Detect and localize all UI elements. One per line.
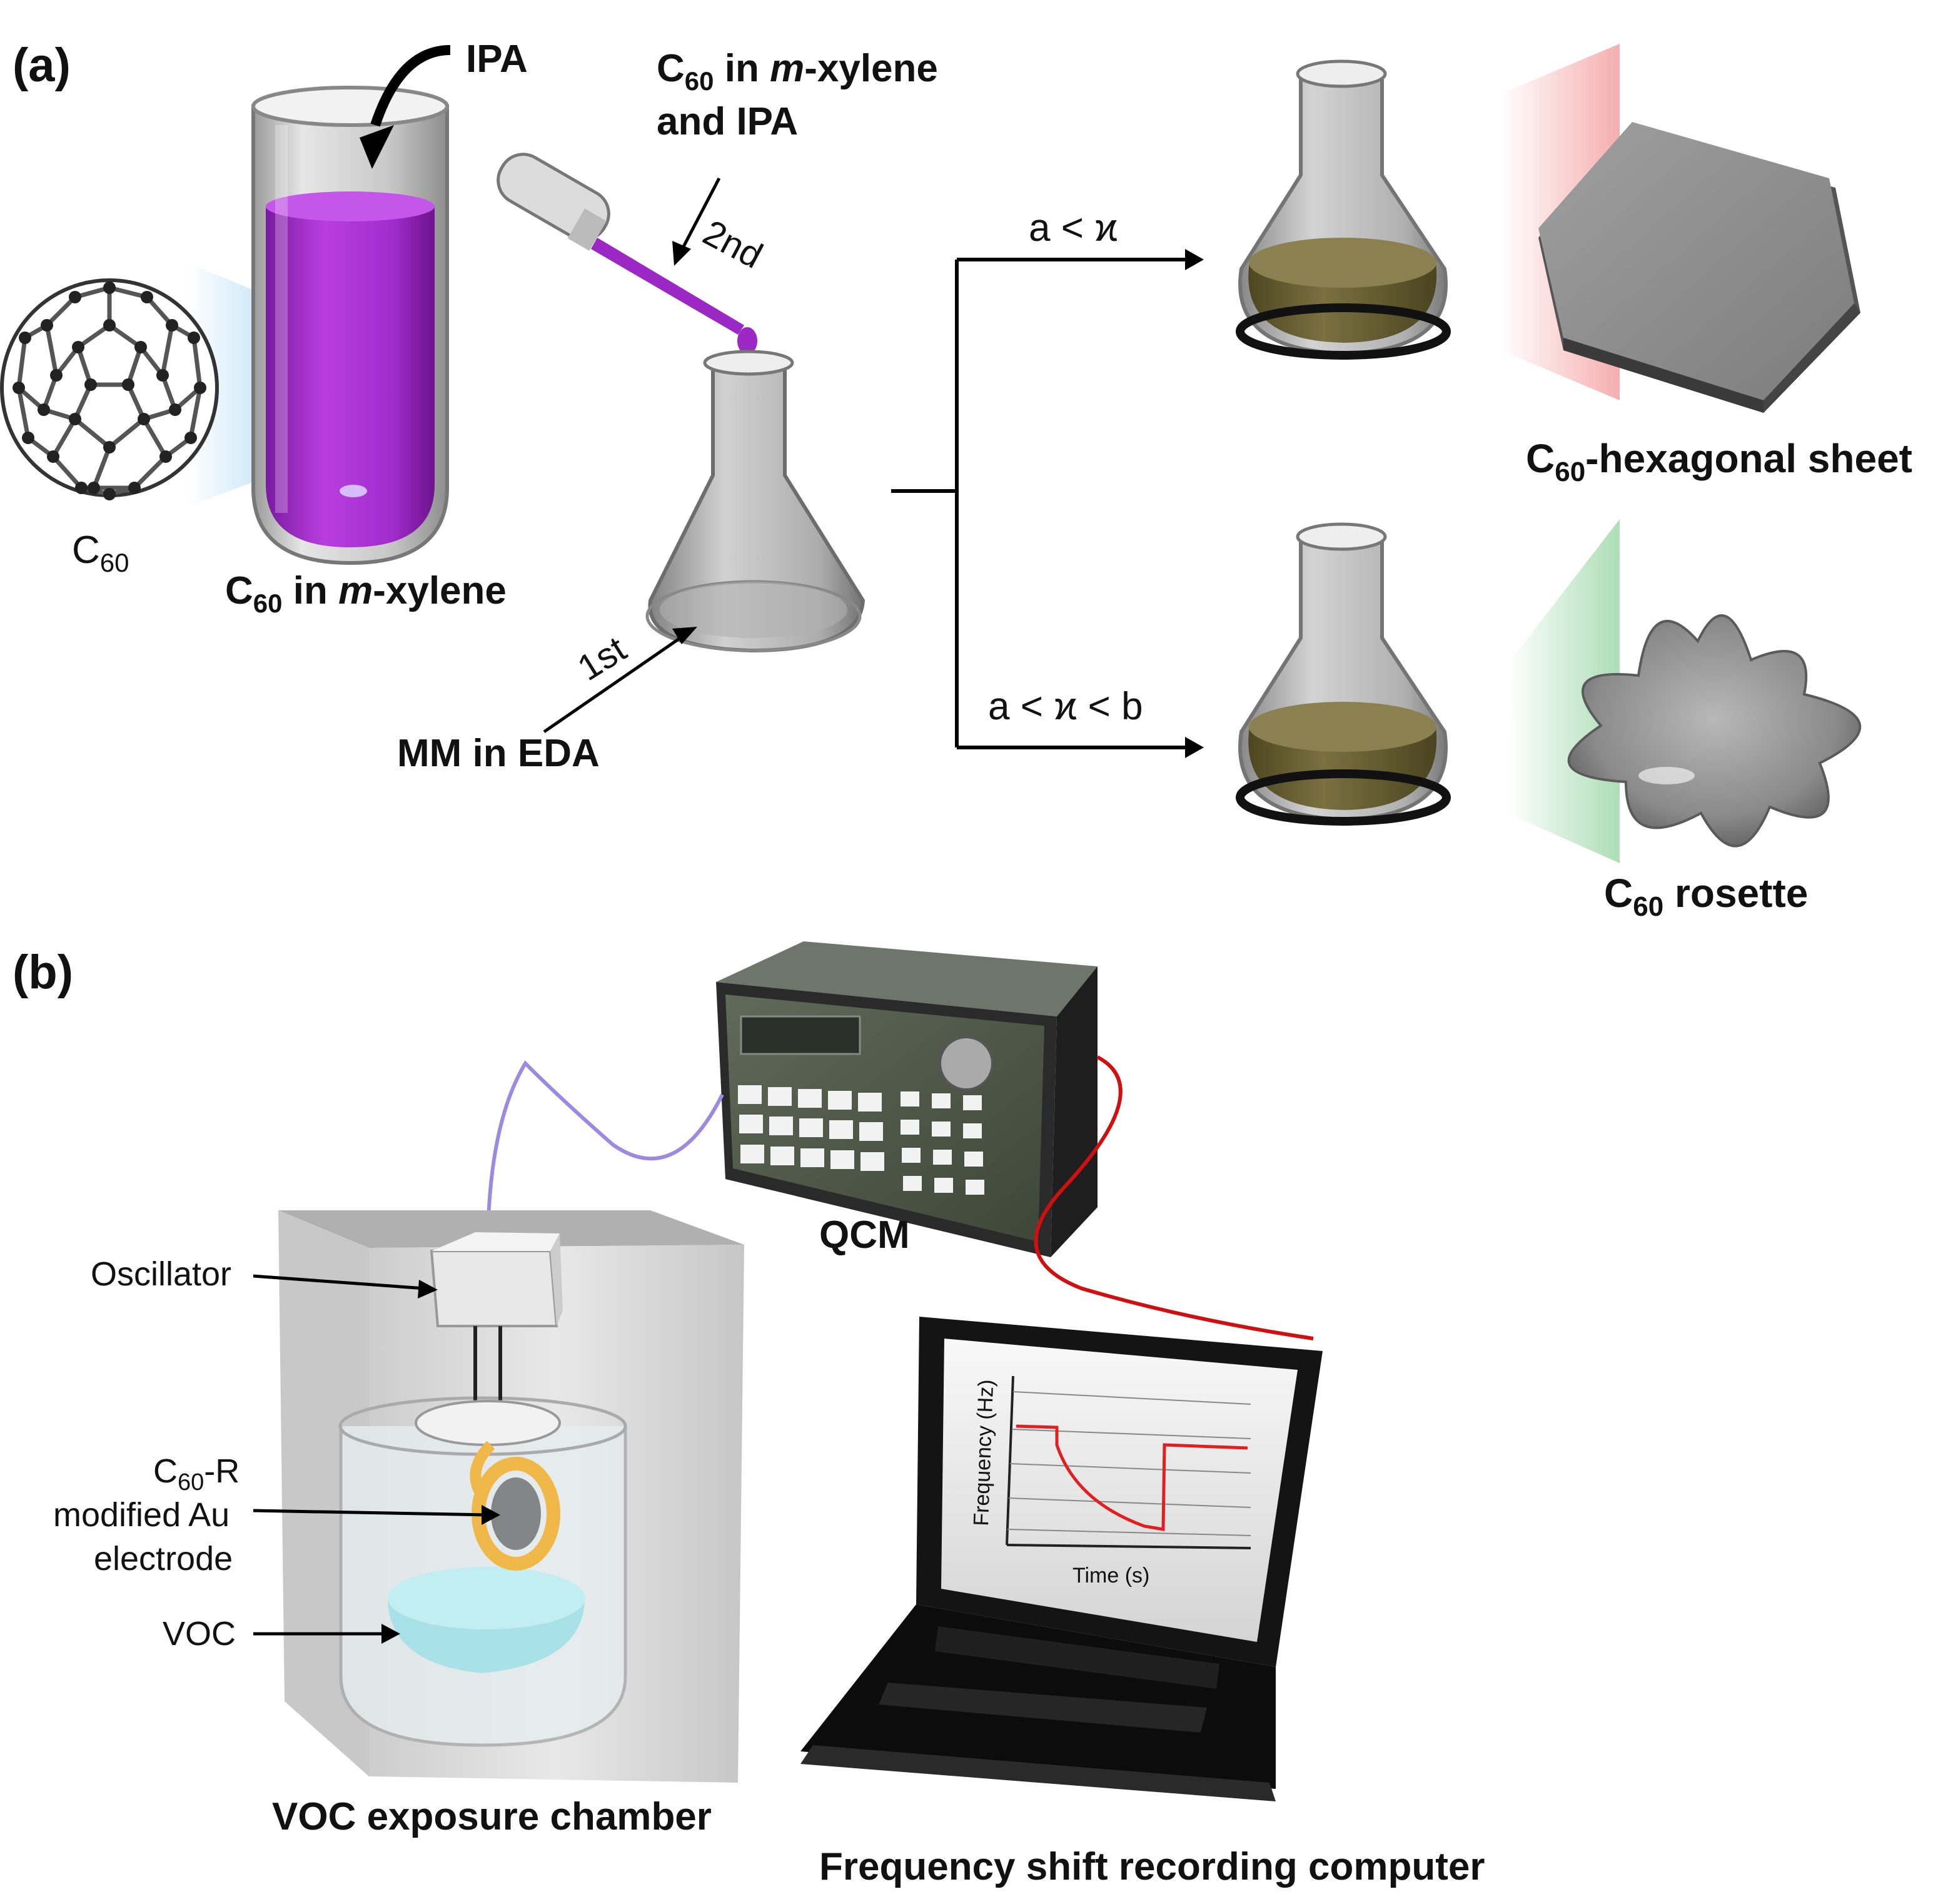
branch-lower-label: a < ϰ < b bbox=[988, 685, 1143, 728]
computer-label: Frequency shift recording computer bbox=[819, 1845, 1485, 1888]
dropper-label-line1: C60 in m-xylene bbox=[657, 47, 938, 96]
oscillator-label: Oscillator bbox=[91, 1255, 231, 1293]
chamber-label: VOC exposure chamber bbox=[272, 1795, 712, 1838]
electrode-arrow bbox=[253, 1509, 488, 1517]
lower-flask-icon bbox=[1236, 522, 1451, 826]
rosette-label: C60 rosette bbox=[1604, 871, 1808, 922]
electrode-label-line1: C60-R bbox=[153, 1452, 240, 1496]
oscillator-arrowhead bbox=[418, 1280, 438, 1299]
test-tube-icon bbox=[251, 86, 449, 565]
second-step-arrow bbox=[680, 177, 721, 251]
dropper-label-line2: and IPA bbox=[657, 100, 798, 143]
panel-b-label: (b) bbox=[13, 946, 73, 999]
ipa-arrow bbox=[370, 45, 451, 127]
branch-arrows bbox=[891, 249, 1204, 758]
electrode-label-line3: electrode bbox=[94, 1540, 233, 1577]
electrode-label-line2: modified Au bbox=[53, 1496, 230, 1534]
qcm-instrument-icon bbox=[716, 941, 1098, 1257]
flask-label: MM in EDA bbox=[397, 732, 600, 775]
erlenmeyer-flask-icon bbox=[645, 350, 865, 653]
hexagonal-sheet-label: C60-hexagonal sheet bbox=[1526, 436, 1912, 487]
oscillator-arrow bbox=[253, 1274, 426, 1290]
second-step-arrowhead bbox=[672, 241, 691, 266]
branch-upper-label: a < ϰ bbox=[1029, 206, 1118, 250]
plot-ylabel: Frequency (Hz) bbox=[969, 1379, 998, 1526]
first-step-arrowhead bbox=[672, 627, 697, 644]
electrode-arrowhead bbox=[482, 1505, 500, 1525]
ipa-label: IPA bbox=[466, 38, 528, 81]
plot-xlabel: Time (s) bbox=[1072, 1564, 1149, 1588]
rosette-icon bbox=[1507, 519, 1862, 863]
upper-flask-icon bbox=[1236, 59, 1451, 360]
red-wire bbox=[1034, 1055, 1314, 1340]
panel-a-label: (a) bbox=[13, 39, 71, 92]
second-step-label: 2nd bbox=[697, 212, 769, 276]
hexagonal-sheet-icon bbox=[1501, 44, 1860, 413]
ipa-arrowhead bbox=[360, 125, 394, 169]
first-step-arrow bbox=[543, 633, 686, 734]
voc-arrowhead bbox=[381, 1624, 400, 1644]
voc-chamber-icon bbox=[278, 1210, 744, 1783]
purple-wire bbox=[486, 1060, 724, 1252]
tube-label: C60 in m-xylene bbox=[225, 569, 507, 618]
laptop-icon bbox=[800, 1317, 1323, 1801]
voc-label: VOC bbox=[163, 1615, 236, 1653]
dropper-icon bbox=[497, 153, 757, 355]
qcm-label: QCM bbox=[819, 1213, 910, 1257]
first-step-label: 1st bbox=[570, 629, 633, 689]
c60-molecule-label: C60 bbox=[72, 529, 129, 577]
